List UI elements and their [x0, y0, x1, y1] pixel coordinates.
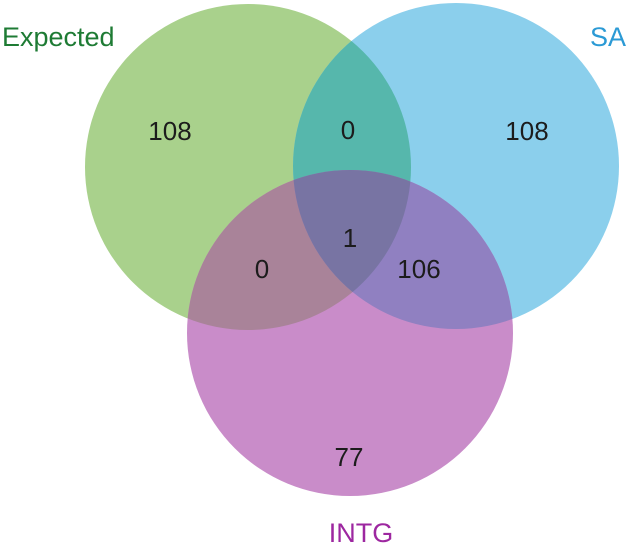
expected-unique-count: 108 [148, 116, 191, 146]
sa-intg-count: 106 [397, 254, 440, 284]
expected-sa-count: 0 [341, 115, 355, 145]
expected-intg-overlap-region [187, 170, 411, 330]
sa-set-label: SA [590, 22, 626, 52]
expected-intg-count: 0 [255, 254, 269, 284]
sa-unique-count: 108 [505, 116, 548, 146]
expected-set-label: Expected [2, 22, 115, 52]
sa-intg-overlap-region [293, 170, 513, 329]
intg-set-label: INTG [329, 518, 394, 547]
triple-overlap-count: 1 [343, 223, 357, 253]
intg-unique-count: 77 [335, 442, 364, 472]
